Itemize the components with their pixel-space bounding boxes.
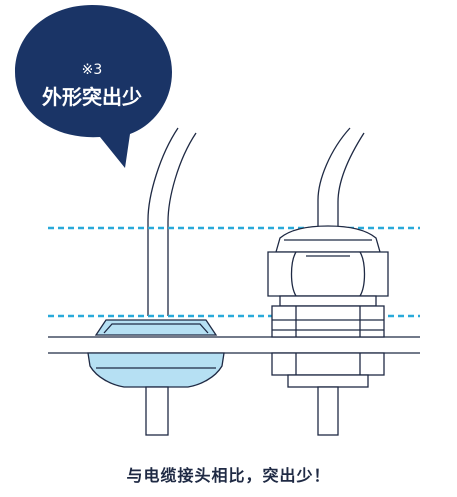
left-gland-inner-lip xyxy=(103,323,209,334)
left-flat-gland xyxy=(87,319,225,436)
gland-lock-nut xyxy=(271,352,385,376)
left-cable-outer-edge xyxy=(147,127,179,316)
right-cable xyxy=(317,127,365,226)
gland-thread-body xyxy=(271,305,385,338)
balloon-shape xyxy=(15,5,172,168)
gland-hex-nut xyxy=(267,251,389,297)
gland-dome-cap xyxy=(275,225,381,253)
right-cable-inner-edge xyxy=(337,132,365,226)
gland-bottom-collar xyxy=(287,374,369,388)
right-cable-outer-edge xyxy=(317,127,351,226)
left-gland-bottom-body xyxy=(87,352,225,388)
gland-hex-nut-faces xyxy=(290,251,366,297)
gland-collar xyxy=(279,295,377,307)
caption: 与电缆接头相比，突出少！ xyxy=(126,466,331,485)
left-gland-top-lip xyxy=(94,319,218,336)
left-cable-inner-edge xyxy=(167,132,197,316)
balloon-note: ※3 xyxy=(82,62,103,78)
left-cable xyxy=(147,127,197,316)
right-lower-cable xyxy=(317,386,339,436)
balloon-title: 外形突出少 xyxy=(42,85,142,109)
right-cable-gland xyxy=(267,225,389,436)
mounting-panel xyxy=(48,336,420,354)
callout-balloon: ※3 外形突出少 xyxy=(15,5,172,168)
gland-lock-nut-faces xyxy=(295,353,361,375)
left-lower-cable xyxy=(145,386,169,436)
